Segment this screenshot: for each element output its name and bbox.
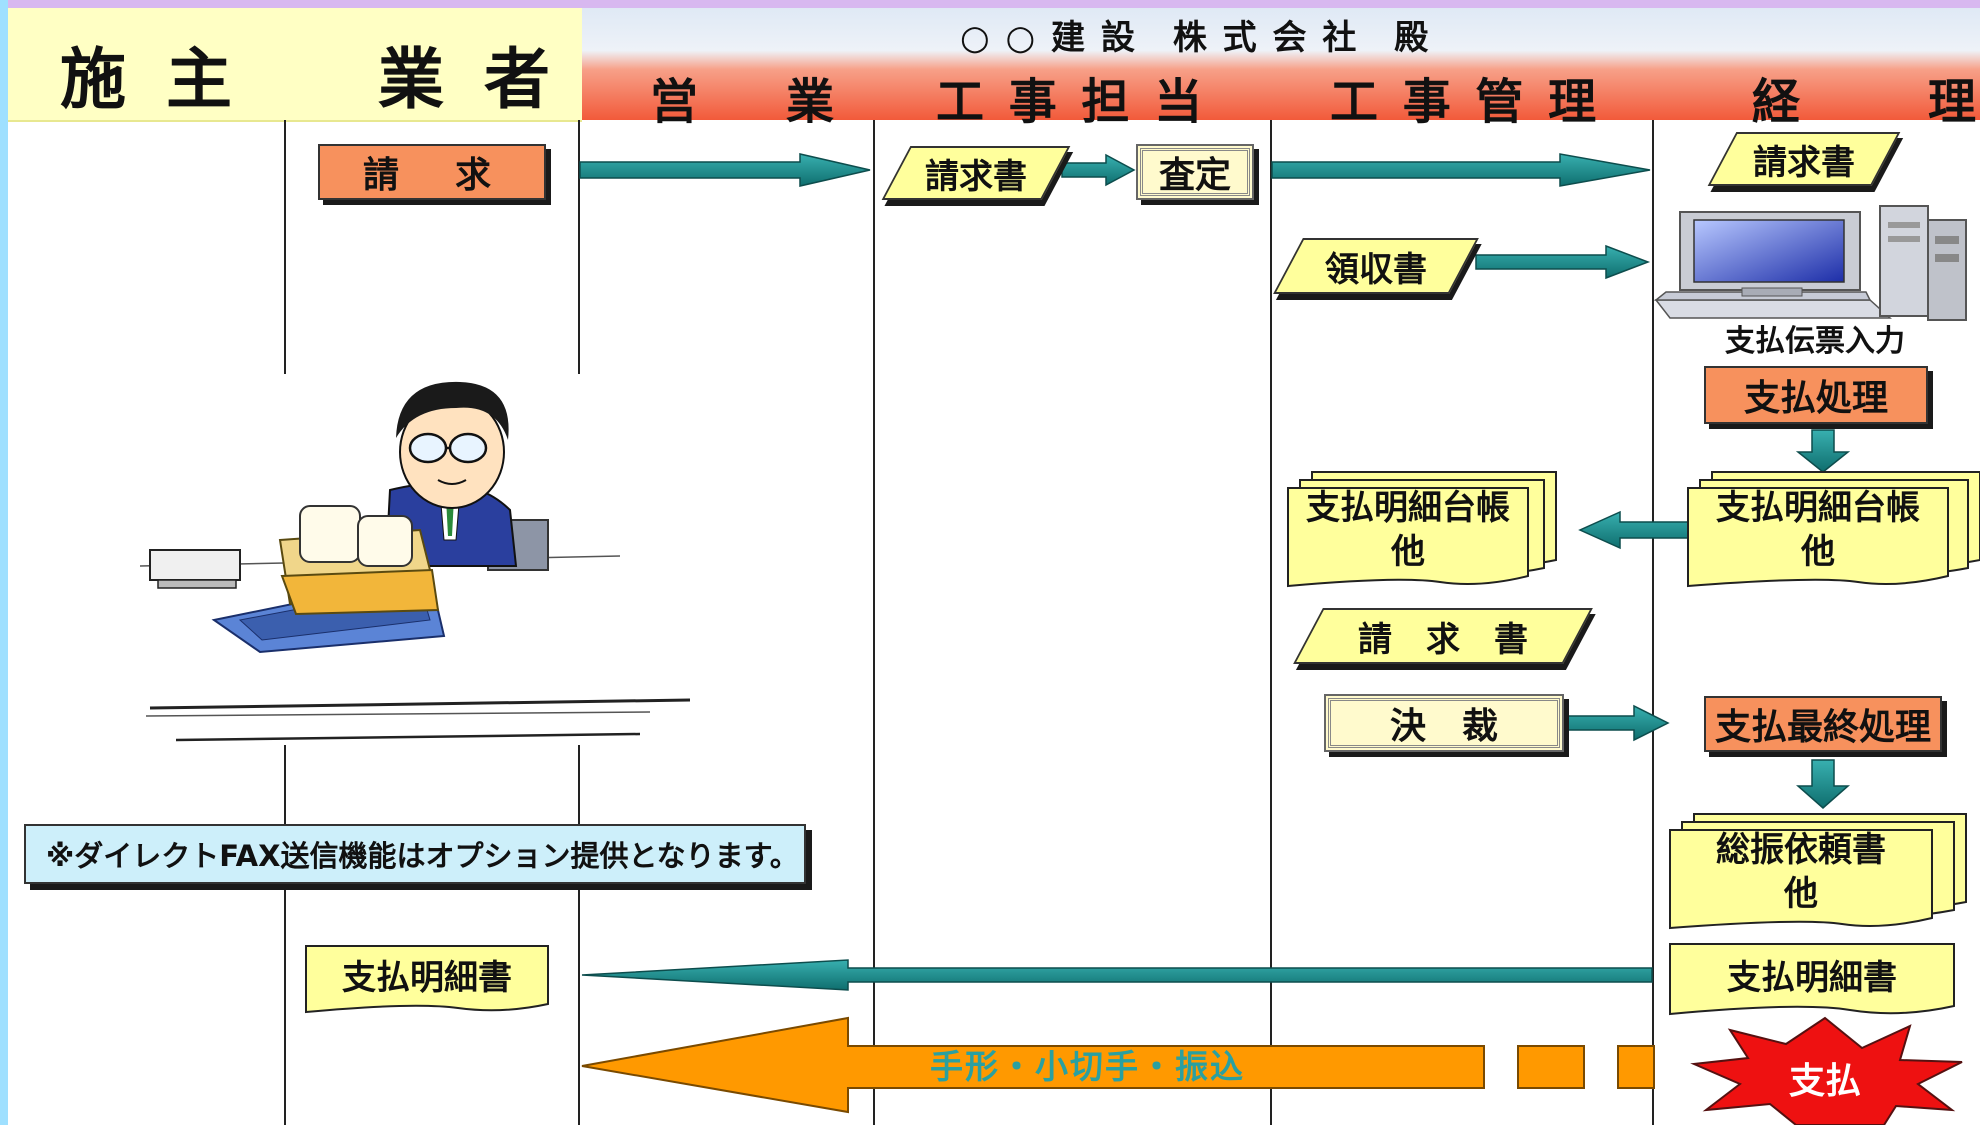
lane-title-construction: 工 事 担 当 (936, 74, 1207, 130)
ledger-management-doc: 支払明細台帳 他 (1287, 471, 1557, 590)
transfer-request-doc: 総振依頼書 他 (1669, 813, 1967, 932)
ledger-management-line1: 支払明細台帳 (1306, 488, 1510, 528)
office-worker-illustration (139, 381, 691, 742)
payment-burst-label: 支払 (1788, 1061, 1861, 1102)
arrow-approval-to-final (1563, 704, 1670, 742)
lane-divider (578, 120, 580, 374)
shipper-title: 施主 業者 (60, 41, 590, 118)
lane-divider (1652, 120, 1654, 1125)
lane-divider (284, 120, 286, 374)
invoice-accounting-doc: 請求書 (1707, 132, 1901, 186)
invoice-sales-label: 請求書 (925, 156, 1027, 197)
lane-title-management: 工 事 管 理 (1330, 74, 1601, 130)
invoice-management-doc: 請 求 書 (1293, 608, 1593, 664)
invoice-accounting-label: 請求書 (1753, 142, 1855, 183)
company-title: ○ ○ 建 設 株 式 会 社 殿 (960, 18, 1431, 58)
lane-divider (284, 745, 286, 1125)
payment-process-box: 支払処理 (1704, 366, 1928, 424)
arrow-assess-to-accounting (1271, 153, 1651, 187)
ledger-management-line2: 他 (1391, 532, 1425, 573)
request-box: 請 求 (318, 144, 546, 200)
fax-option-note: ※ダイレクトFAX送信機能はオプション提供となります。 (24, 824, 806, 884)
payment-methods-label: 手形・小切手・振込 (930, 1047, 1245, 1086)
payment-burst-icon (1690, 1016, 1963, 1125)
transfer-request-line1: 総振依頼書 (1716, 830, 1886, 870)
shipper-header-band (8, 8, 582, 122)
statement-accounting-label: 支払明細書 (1727, 958, 1897, 998)
arrow-payment-methods (581, 1016, 1485, 1114)
lane-title-accounting: 経 理 (1752, 74, 1976, 130)
receipt-label: 領収書 (1325, 249, 1427, 290)
receipt-doc: 領収書 (1273, 238, 1479, 294)
desktop-computer-icon (1653, 205, 1967, 321)
header-top-strip (0, 0, 1980, 8)
arrow-request-to-sales (579, 153, 871, 187)
statement-contractor-doc: 支払明細書 (305, 945, 549, 1018)
payment-dash (1517, 1045, 1585, 1089)
ledger-accounting-line1: 支払明細台帳 (1716, 488, 1920, 528)
transfer-request-line2: 他 (1784, 874, 1818, 915)
company-header-band (582, 8, 1980, 120)
assessment-box: 査定 (1136, 144, 1254, 200)
left-border (0, 0, 8, 1125)
invoice-management-label: 請 求 書 (1358, 619, 1528, 660)
lane-divider (1270, 120, 1272, 1125)
lane-divider (873, 120, 875, 1125)
statement-contractor-label: 支払明細書 (342, 958, 512, 998)
arrow-ledger-copy (1578, 510, 1689, 550)
payment-dash (1617, 1045, 1655, 1089)
payment-slip-input-label: 支払伝票入力 (1725, 324, 1905, 359)
arrow-down-to-transfer (1796, 759, 1850, 809)
ledger-accounting-doc: 支払明細台帳 他 (1687, 471, 1980, 590)
invoice-sales-doc: 請求書 (881, 146, 1071, 200)
arrow-receipt-to-computer (1475, 244, 1651, 280)
statement-accounting-doc: 支払明細書 (1669, 943, 1955, 1022)
approval-box: 決 裁 (1324, 694, 1564, 752)
arrow-down-to-ledger (1795, 429, 1851, 473)
final-payment-process-box: 支払最終処理 (1704, 696, 1942, 752)
ledger-accounting-line2: 他 (1801, 532, 1835, 573)
arrow-invoice-to-assess (1061, 153, 1136, 187)
lane-title-sales: 営 業 (650, 74, 855, 130)
lane-divider (578, 745, 580, 1125)
arrow-statement-to-contractor (581, 959, 1653, 991)
